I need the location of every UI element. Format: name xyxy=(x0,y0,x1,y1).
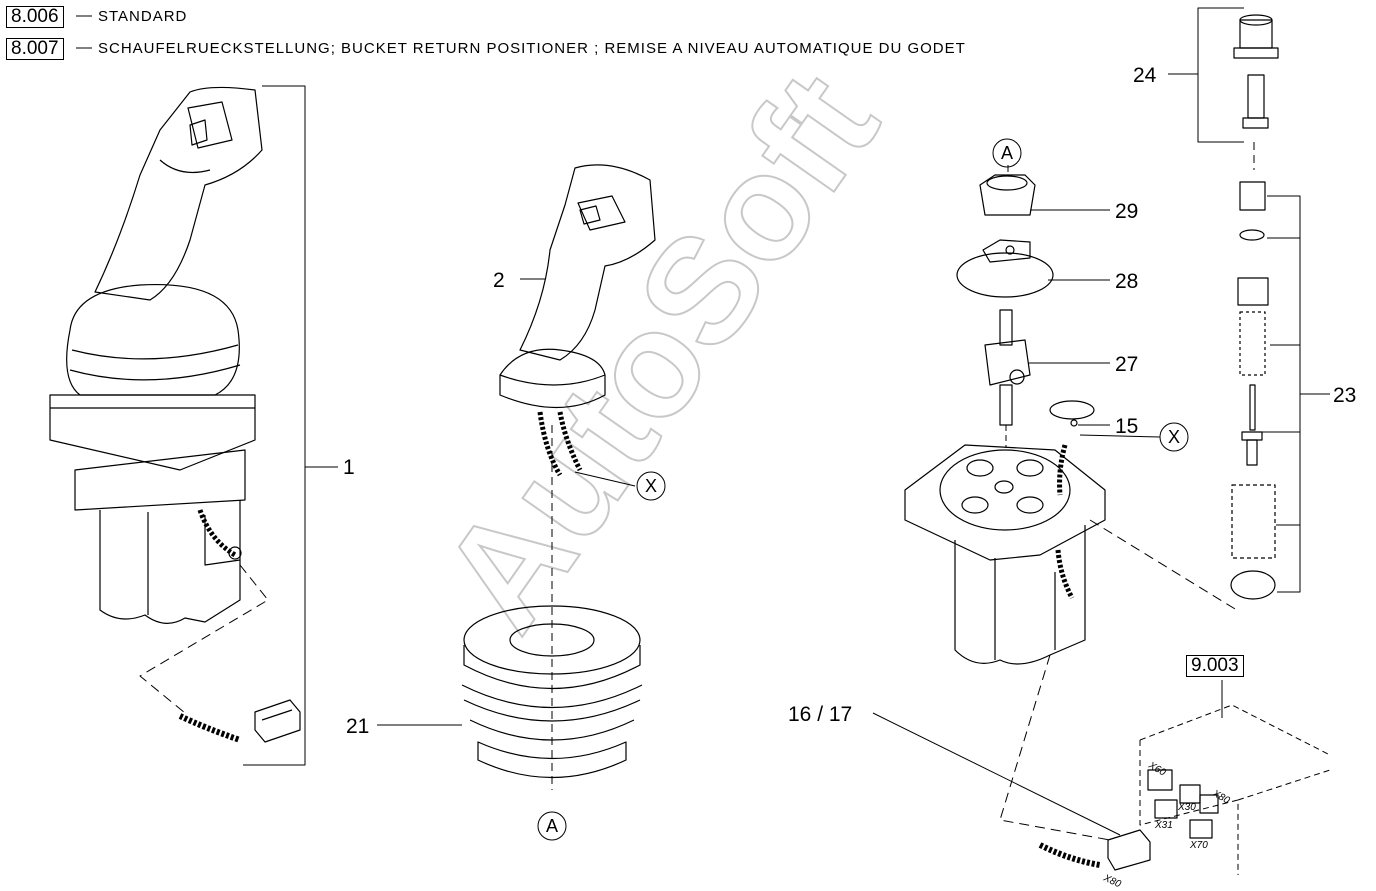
ref-text-standard: STANDARD xyxy=(98,8,188,25)
base-housing[interactable] xyxy=(904,444,1106,665)
callout-28[interactable]: 28 xyxy=(1115,270,1138,293)
ref-code-9003[interactable]: 9.003 xyxy=(1186,655,1244,677)
spring-kit-part-23[interactable] xyxy=(1230,181,1276,600)
callout-16-17[interactable]: 16 / 17 xyxy=(788,703,852,726)
clamp-part-15[interactable] xyxy=(1049,400,1095,427)
conn-label-x30: X30 xyxy=(1177,802,1196,813)
callout-23[interactable]: 23 xyxy=(1333,384,1356,407)
connector-plug-part-16-17 xyxy=(1107,829,1151,871)
nut-part-29[interactable] xyxy=(979,174,1036,216)
disc-part-28[interactable] xyxy=(956,239,1054,298)
marker-a-top: A xyxy=(1001,143,1013,163)
marker-a-bottom: A xyxy=(546,816,558,836)
connector-block xyxy=(1147,769,1219,839)
callout-29[interactable]: 29 xyxy=(1115,200,1138,223)
callout-24[interactable]: 24 xyxy=(1133,64,1157,87)
universal-joint-part-27[interactable] xyxy=(984,309,1031,426)
callout-27[interactable]: 27 xyxy=(1115,353,1138,376)
marker-x-left: X xyxy=(645,476,657,496)
grip-handle-part-2[interactable] xyxy=(499,164,656,477)
wire-harness-part-1 xyxy=(178,713,241,743)
conn-label-x31: X31 xyxy=(1154,820,1173,831)
rubber-boot-part-21[interactable] xyxy=(461,605,643,778)
callout-2[interactable]: 2 xyxy=(493,269,505,292)
conn-label-x80-right: X80 xyxy=(1210,788,1232,807)
ref-code-8007[interactable]: 8.007 xyxy=(6,38,64,60)
wire-harness-part-16-17 xyxy=(1038,842,1101,868)
callout-1[interactable]: 1 xyxy=(343,456,355,479)
connector-plug-part-1 xyxy=(254,699,301,743)
joystick-assembly-part-1[interactable] xyxy=(49,86,263,624)
conn-label-x80: X80 xyxy=(1101,872,1123,890)
callout-15[interactable]: 15 xyxy=(1115,415,1138,438)
ref-code-8006[interactable]: 8.006 xyxy=(6,6,64,28)
plunger-part-24[interactable] xyxy=(1233,14,1279,129)
conn-label-x70: X70 xyxy=(1189,840,1208,851)
callout-21[interactable]: 21 xyxy=(346,715,369,738)
conn-label-x60: X60 xyxy=(1146,760,1168,779)
marker-x-right: X xyxy=(1168,427,1180,447)
ref-text-bucket-return: SCHAUFELRUECKSTELLUNG; BUCKET RETURN POS… xyxy=(98,40,966,57)
watermark-text: AutoSoft xyxy=(409,43,910,658)
